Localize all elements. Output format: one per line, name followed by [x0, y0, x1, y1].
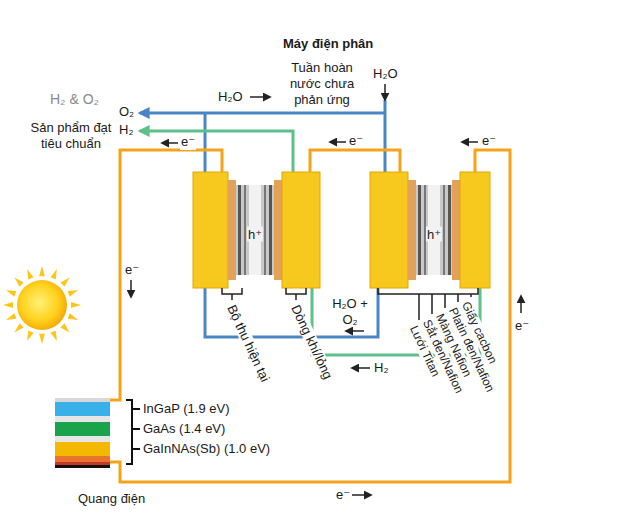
sun-ray	[39, 334, 45, 344]
sun-ray	[27, 331, 34, 341]
electron-label: e⁻	[515, 318, 529, 334]
sun-ray	[6, 313, 16, 320]
sun-ray	[50, 331, 57, 341]
electron-label: e⁻	[125, 262, 139, 278]
sun-ray	[27, 269, 34, 279]
component-label: Quang điện	[78, 491, 145, 506]
sun-ray	[68, 313, 78, 320]
layer-label: InGaP (1.9 eV)	[143, 401, 229, 417]
solar-cell-stack	[55, 398, 110, 468]
electron-label: e⁻	[180, 134, 196, 150]
electrolysis-cell: h⁺	[193, 172, 320, 288]
electrolysis-cell: h⁺	[370, 172, 490, 288]
electron-label: e⁻	[336, 487, 350, 503]
diagram-title: Máy điện phân	[283, 36, 373, 52]
sun-ray	[6, 290, 16, 297]
circuit-wire	[110, 150, 222, 400]
sun-ray	[60, 277, 69, 286]
part-label: Bộ thu hiện tại	[224, 301, 273, 385]
sun-ray	[60, 323, 69, 332]
sun-ray	[14, 323, 23, 332]
flow-label: H₂	[119, 122, 133, 138]
bracket	[126, 400, 140, 464]
sun-ray	[14, 277, 23, 286]
circuit-wire	[110, 150, 510, 482]
flow-label: H₂O	[373, 66, 398, 82]
product-label: H₂ & O₂	[50, 91, 99, 107]
sun-ray	[68, 290, 78, 297]
solar-cell: Quang điện	[55, 398, 110, 468]
sun-ray	[3, 302, 13, 308]
layer-label: GaAs (1.4 eV)	[143, 421, 225, 437]
flow-label: O₂	[119, 104, 134, 120]
ion-label: h⁺	[426, 227, 442, 242]
flow-label: H₂	[374, 360, 388, 376]
circuit-wire	[310, 150, 400, 172]
electron-label: e⁻	[349, 133, 363, 149]
oxygen-pipe	[140, 100, 385, 172]
sun-symbol	[3, 266, 81, 344]
note: Sản phẩm đạt tiêu chuẩn	[30, 120, 112, 152]
electrolysis-cell-drawing	[193, 172, 320, 288]
flow-arrows	[131, 84, 521, 495]
bracket	[286, 288, 306, 300]
electrolysis-cell-drawing	[370, 172, 490, 288]
layer-label: GaInNAs(Sb) (1.0 eV)	[143, 441, 270, 457]
sun-ray	[39, 266, 45, 276]
ion-label: h⁺	[247, 227, 263, 242]
note: Tuần hoàn nước chưa phản ứng	[282, 60, 362, 108]
sun-ray	[50, 269, 57, 279]
flow-label: H₂O + O₂	[326, 296, 374, 328]
electron-label: e⁻	[482, 133, 496, 149]
sun-ray	[71, 302, 81, 308]
bracket	[222, 288, 242, 300]
flow-label: H₂O	[218, 89, 243, 105]
